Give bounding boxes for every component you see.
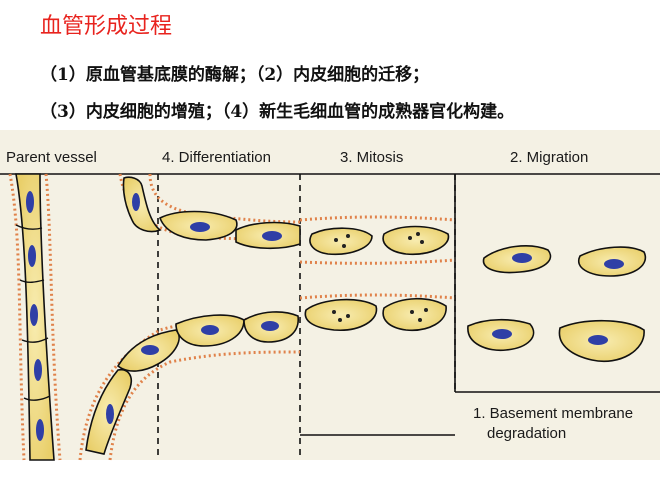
- endothelial-cell: [382, 225, 450, 256]
- nucleus: [34, 359, 42, 381]
- label-mitosis: 3. Mitosis: [340, 149, 403, 166]
- nucleus: [604, 259, 624, 269]
- nucleus: [106, 404, 114, 424]
- nucleus: [26, 191, 34, 213]
- nucleus: [36, 419, 44, 441]
- nucleus: [201, 325, 219, 335]
- angiogenesis-diagram: Parent vessel 4. Differentiation 3. Mito…: [0, 130, 660, 461]
- nucleus: [261, 321, 279, 331]
- nucleus: [512, 253, 532, 263]
- lower-migration: [467, 318, 645, 363]
- nucleus: [141, 345, 159, 355]
- process-steps-line-1: （1）原血管基底膜的酶解；（2）内皮细胞的迁移；: [40, 65, 430, 85]
- nucleus: [588, 335, 608, 345]
- nucleus: [262, 231, 282, 241]
- nucleus: [28, 245, 36, 267]
- process-steps-line-2: （3）内皮细胞的增殖；（4）新生毛细血管的成熟器官化构建。: [40, 102, 515, 122]
- endothelial-cell: [122, 176, 162, 233]
- label-basement-membrane: 1. Basement membrane: [473, 405, 633, 422]
- endothelial-cell: [382, 297, 447, 331]
- lower-mitosis: [299, 293, 456, 331]
- nucleus: [132, 193, 140, 211]
- lower-sprout: [78, 311, 301, 461]
- label-parent-vessel: Parent vessel: [6, 149, 97, 166]
- endothelial-cell: [304, 298, 378, 331]
- label-differentiation: 4. Differentiation: [162, 149, 271, 166]
- label-degradation: degradation: [487, 425, 566, 442]
- parent-vessel-wall: [8, 173, 62, 461]
- slide-title: 血管形成过程: [40, 14, 173, 39]
- upper-mitosis: [299, 215, 456, 265]
- nucleus: [492, 329, 512, 339]
- upper-migration: [482, 245, 647, 277]
- upper-sprout: [118, 173, 301, 250]
- endothelial-cell: [309, 227, 373, 256]
- nucleus: [190, 222, 210, 232]
- nucleus: [30, 304, 38, 326]
- label-migration: 2. Migration: [510, 149, 588, 166]
